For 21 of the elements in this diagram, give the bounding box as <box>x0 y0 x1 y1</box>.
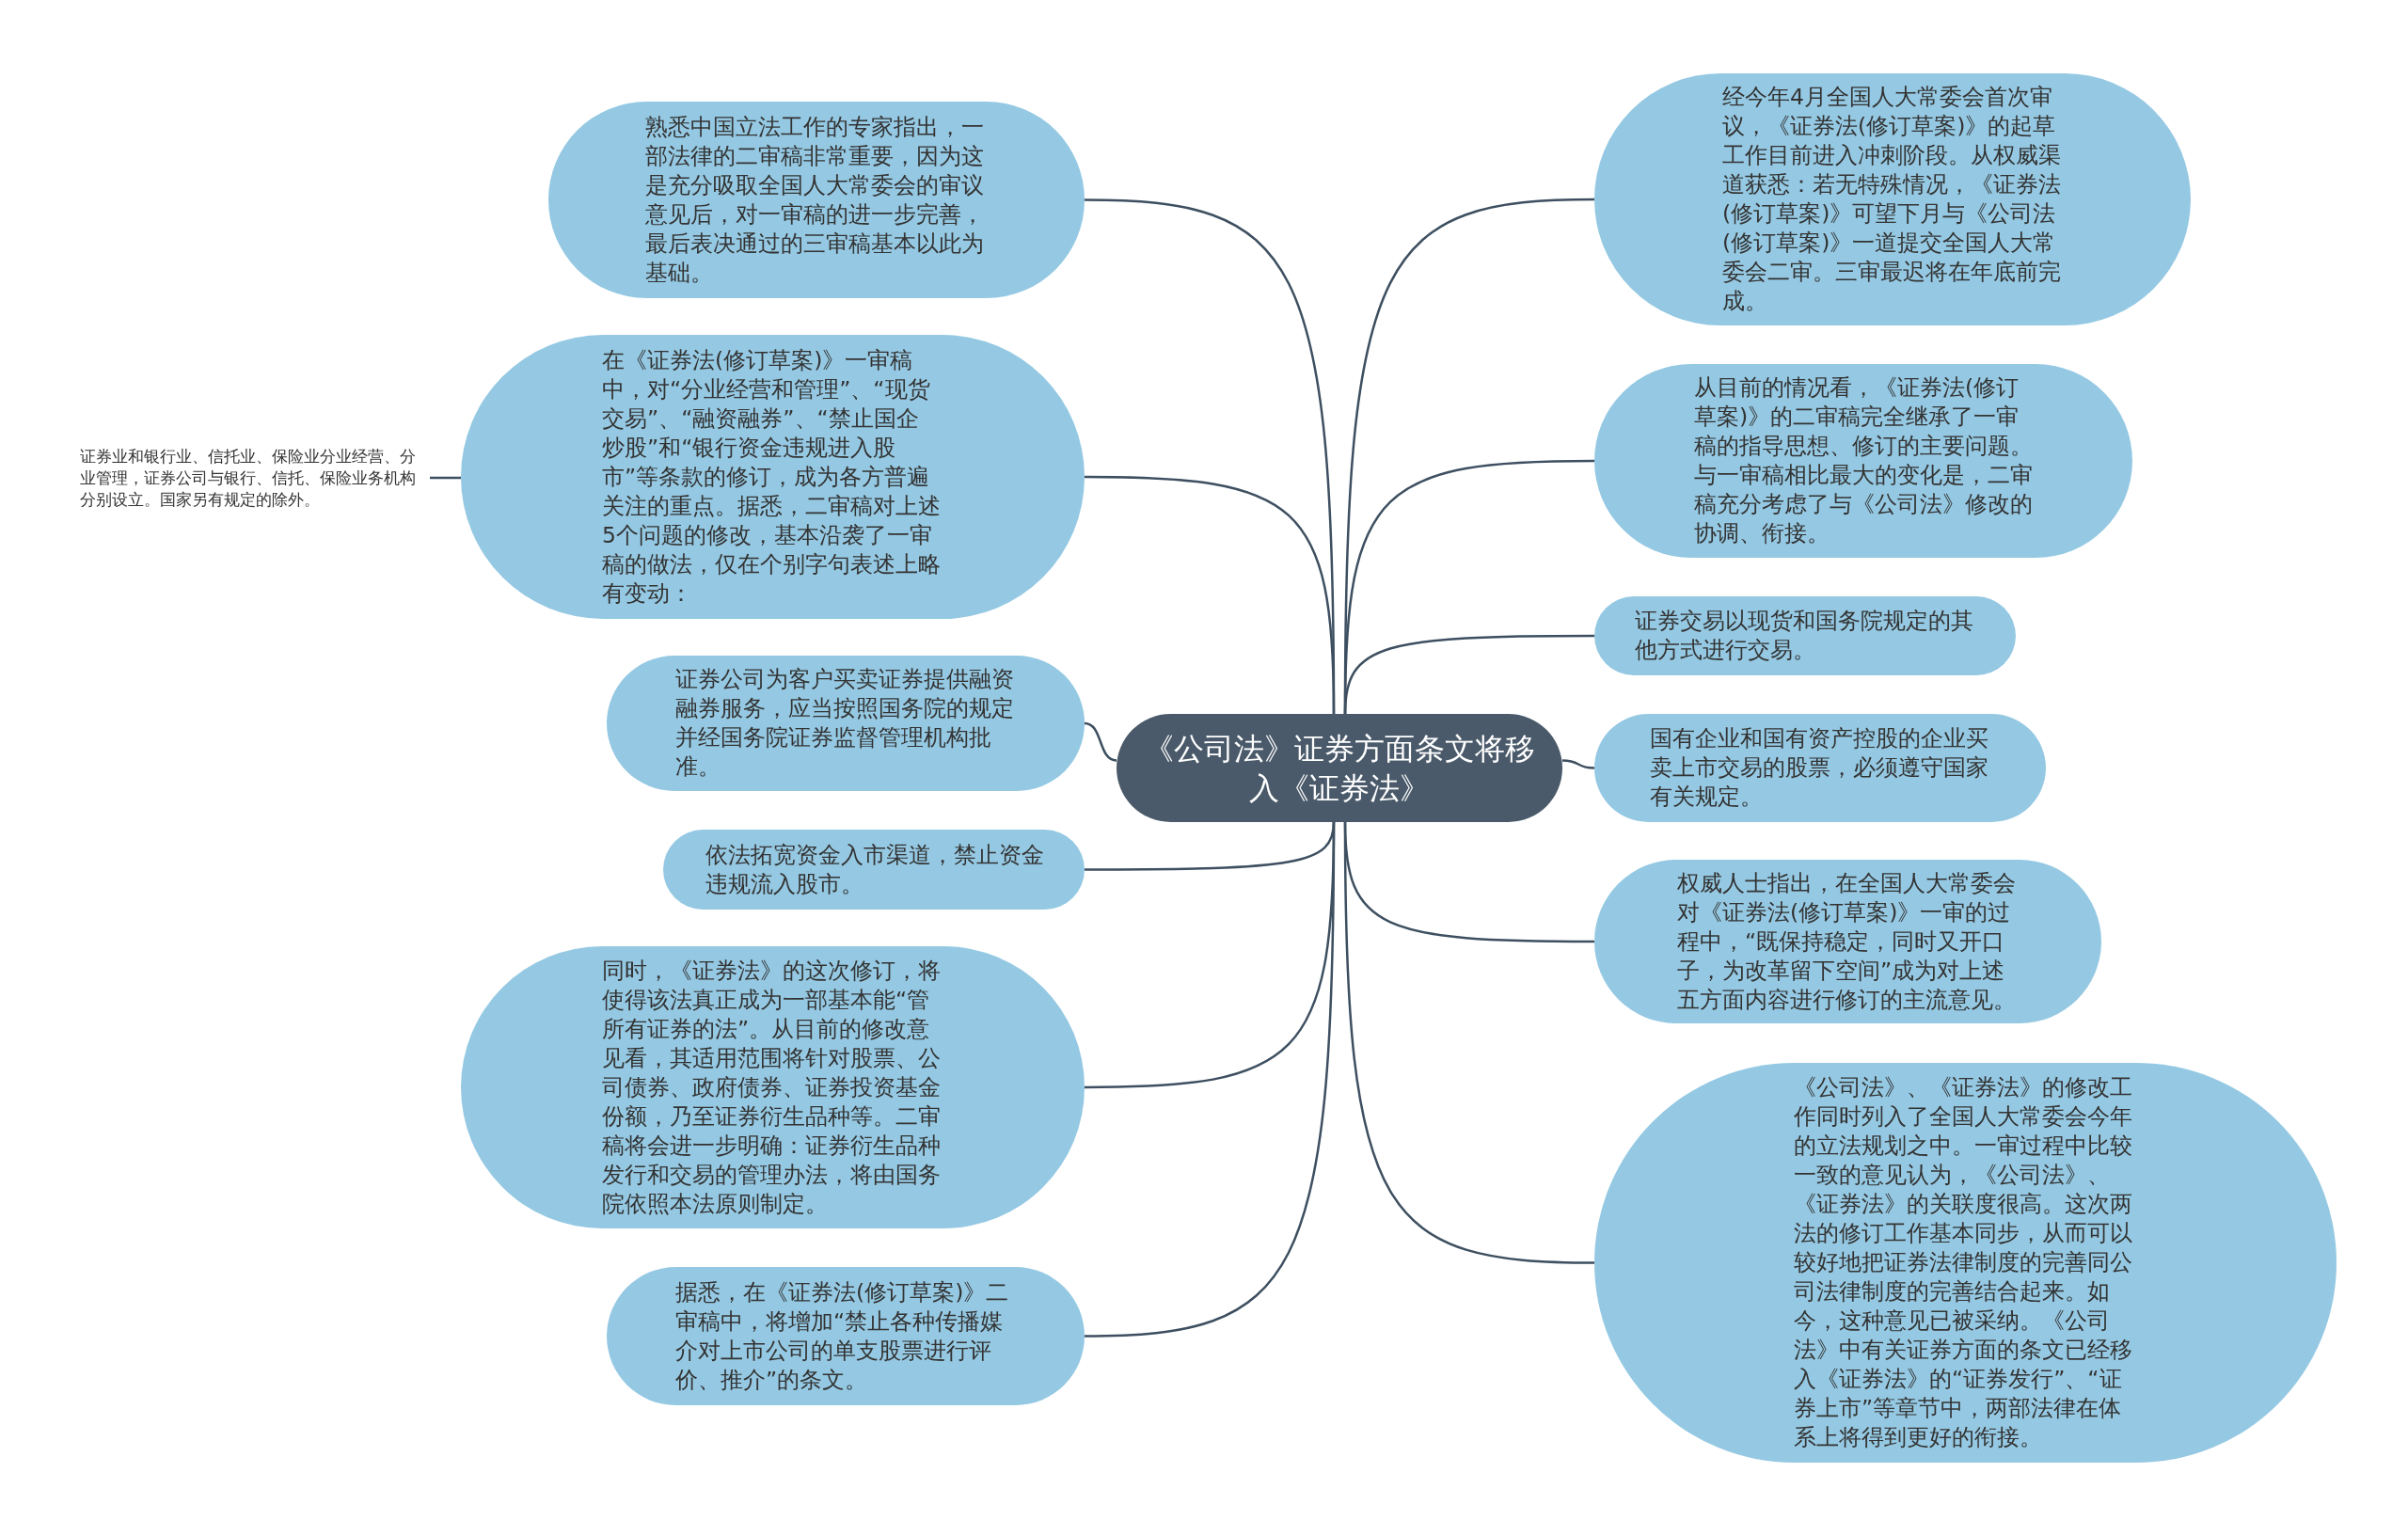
topic-bubble: 据悉，在《证券法(修订草案)》二审稿中，将增加“禁止各种传播媒介对上市公司的单支股票进行评价、推介”的条文。 <box>607 1267 1085 1405</box>
topic-bubble: 从目前的情况看，《证券法(修订草案)》的二审稿完全继承了一审稿的指导思想、修订的主要问题。与一审稿相比最大的变化是，二审稿充分考虑了与《公司法》修改的协调、衔接。 <box>1594 364 2132 558</box>
connector-line <box>1343 822 1595 1264</box>
topic-bubble: 在《证券法(修订草案)》一审稿中，对“分业经营和管理”、“现货交易”、“融资融券”、“禁止国企炒股”和“银行资金违规进入股市”等条款的修订，成为各方普遍关注的重点。据悉，二审稿对上述5个问题的修改，基本沿袭了一审稿的做法，仅在个别字句表述上略有变动： <box>461 335 1085 619</box>
connector-line <box>1561 759 1595 769</box>
connector-line <box>1085 475 1336 715</box>
topic-bubble: 国有企业和国有资产控股的企业买卖上市交易的股票，必须遵守国家有关规定。 <box>1594 714 2046 822</box>
topic-bubble: 证券交易以现货和国务院规定的其他方式进行交易。 <box>1594 596 2016 675</box>
topic-bubble: 权威人士指出，在全国人大常委会对《证券法(修订草案)》一审的过程中，“既保持稳定，同时又开口子，为改革留下空间”成为对上述五方面内容进行修订的主流意见。 <box>1594 860 2101 1023</box>
topic-bubble: 经今年4月全国人大常委会首次审议，《证券法(修订草案)》的起草工作目前进入冲刺阶段。从权威渠道获悉：若无特殊情况，《证券法(修订草案)》可望下月与《公司法(修订草案)》一道提交全国人大常委会二审。三审最迟将在年底前完成。 <box>1594 73 2191 325</box>
topic-bubble: 同时，《证券法》的这次修订，将使得该法真正成为一部基本能“管所有证券的法”。从目前的修改意见看，其适用范围将针对股票、公司债券、政府债券、证券投资基金份额，乃至证券衍生品种等。二审稿将会进一步明确：证券衍生品种发行和交易的管理办法，将由国务院依照本法原则制定。 <box>461 946 1085 1228</box>
connector-line <box>1343 634 1594 715</box>
note-text: 证券业和银行业、信托业、保险业分业经营、分业管理，证券公司与银行、信托、保险业务机构分别设立。国家另有规定的除外。 <box>80 446 430 510</box>
topic-bubble: 熟悉中国立法工作的专家指出，一部法律的二审稿非常重要，因为这是充分吸取全国人大常委会的审议意见后，对一审稿的进一步完善，最后表决通过的三审稿基本以此为基础。 <box>548 102 1085 298</box>
central-topic: 《公司法》证券方面条文将移入《证券法》 <box>1117 714 1562 822</box>
topic-bubble: 依法拓宽资金入市渠道，禁止资金违规流入股市。 <box>663 830 1085 910</box>
connector-line <box>1084 721 1117 762</box>
connector-line <box>1084 822 1336 1338</box>
topic-bubble: 《公司法》、《证券法》的修改工作同时列入了全国人大常委会今年的立法规划之中。一审过程中比较一致的意见认为，《公司法》、《证券法》的关联度很高。这次两法的修订工作基本同步，从而可以较好地把证券法律制度的完善同公司法律制度的完善结合起来。如今，这种意见已被采纳。《公司法》中有关证券方面的条文已经移入《证券法》的“证券发行”、“证券上市”等章节中，两部法律在体系上将得到更好的衔接。 <box>1594 1063 2337 1463</box>
topic-bubble: 证券公司为客户买卖证券提供融资融券服务，应当按照国务院的规定并经国务院证券监督管理机构批准。 <box>607 656 1085 791</box>
connector-line <box>430 476 461 480</box>
